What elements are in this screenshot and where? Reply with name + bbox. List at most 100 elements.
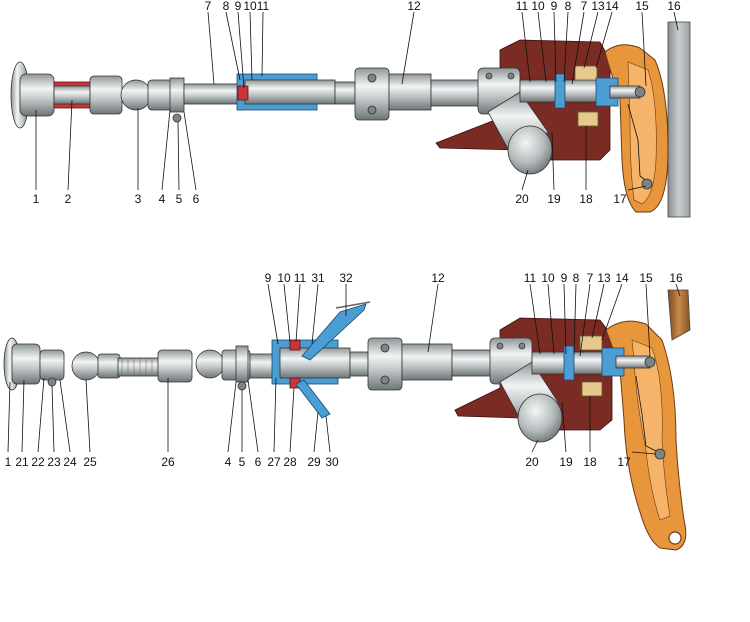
label-b-29: 29 (307, 455, 321, 469)
cylinder-20 (507, 125, 553, 175)
coupling-b-bolt-b (380, 375, 390, 385)
label-b-16: 16 (669, 271, 683, 285)
label-8: 8 (223, 0, 230, 13)
shaft-main-2 (430, 79, 482, 107)
label-b-13: 13 (597, 271, 611, 285)
label-1: 1 (33, 192, 40, 206)
nut-b-end (644, 356, 656, 368)
label-b-30: 30 (325, 455, 339, 469)
label-18: 18 (579, 192, 593, 206)
nut-end (634, 86, 646, 98)
label-b-10: 10 (277, 271, 291, 285)
cylinder-b-20 (517, 393, 563, 443)
label-b-11: 11 (294, 271, 307, 285)
label-b-1: 1 (5, 455, 12, 469)
ujoint-cross (120, 79, 152, 111)
label-b-7: 7 (587, 271, 594, 285)
shaft-main (388, 73, 432, 111)
label-10: 10 (243, 0, 257, 13)
label-10b: 10 (531, 0, 545, 13)
label-2: 2 (65, 192, 72, 206)
top-leaders (35, 11, 679, 191)
plate-edge (335, 301, 371, 309)
label-b-9b: 9 (561, 271, 568, 285)
label-b-5: 5 (239, 455, 246, 469)
gear-b-bolt-a (496, 342, 504, 350)
bolt-b-5 (237, 381, 247, 391)
label-b-6: 6 (255, 455, 262, 469)
label-b-24: 24 (63, 455, 77, 469)
label-b-18: 18 (583, 455, 597, 469)
spline-lines (121, 358, 153, 376)
flange-b-hub (11, 343, 41, 385)
label-b-26: 26 (161, 455, 175, 469)
label-b-25: 25 (83, 455, 97, 469)
label-b-31: 31 (311, 271, 325, 285)
ujoint-b-yoke (39, 349, 65, 381)
label-11b: 11 (516, 0, 529, 13)
rod-b-17 (635, 375, 659, 453)
label-11: 11 (257, 0, 270, 13)
lever-eye (668, 531, 682, 545)
ujoint-c-cross (195, 349, 225, 379)
post-16-top (667, 289, 691, 341)
label-12: 12 (407, 0, 421, 13)
rod-17 (627, 103, 649, 183)
label-20: 20 (515, 192, 529, 206)
label-b-14: 14 (615, 271, 629, 285)
label-b-32: 32 (339, 271, 353, 285)
label-b-19: 19 (559, 455, 573, 469)
bottom-labels: 1 21 22 23 24 25 26 4 5 6 27 28 29 30 9 … (5, 271, 683, 469)
label-b-8: 8 (573, 271, 580, 285)
shaft-seg (334, 81, 356, 105)
bushing-b-inner (563, 345, 575, 381)
label-15: 15 (635, 0, 649, 13)
label-5: 5 (176, 192, 183, 206)
label-b-22: 22 (31, 455, 45, 469)
label-6: 6 (193, 192, 200, 206)
shaft-b-main (401, 343, 453, 381)
block-b-14 (579, 335, 603, 351)
bushing-inner (554, 73, 566, 109)
bolt-b-17 (654, 448, 666, 460)
label-13: 13 (591, 0, 605, 13)
label-7b: 7 (581, 0, 588, 13)
coupling-b-bolt-a (380, 343, 390, 353)
shaft-b-main-2 (451, 349, 493, 377)
slip-yoke (157, 349, 193, 383)
bolt-b-23 (47, 377, 57, 387)
seal-b-11 (289, 339, 301, 351)
clamp-4 (169, 77, 185, 113)
shaft-b-seg (349, 351, 369, 377)
label-7: 7 (205, 0, 212, 13)
label-9: 9 (235, 0, 242, 13)
label-b-12: 12 (431, 271, 445, 285)
tilt-plate-upper (301, 303, 367, 361)
label-b-27: 27 (267, 455, 281, 469)
bottom-leaders (7, 283, 681, 455)
top-assembly: 1 2 3 4 5 6 7 8 9 10 11 12 11 10 9 8 7 1… (10, 0, 691, 218)
label-3: 3 (135, 192, 142, 206)
body-panel-16 (667, 21, 691, 218)
ujoint-b-cross (71, 351, 101, 381)
label-b-28: 28 (283, 455, 297, 469)
label-b-4: 4 (225, 455, 232, 469)
coupling-bolt-b (367, 105, 377, 115)
seal-9 (237, 85, 249, 101)
gear-bolt-b (507, 72, 515, 80)
label-b-17: 17 (617, 455, 631, 469)
label-b-23: 23 (47, 455, 61, 469)
block-18 (577, 111, 599, 127)
bolt-17 (641, 178, 653, 190)
label-b-20: 20 (525, 455, 539, 469)
lever-inner (631, 339, 671, 521)
label-b-11b: 11 (524, 271, 537, 285)
label-9b: 9 (551, 0, 558, 13)
label-8b: 8 (565, 0, 572, 13)
gear-b-bolt-b (518, 342, 526, 350)
shaft-upper (183, 83, 243, 105)
label-14: 14 (605, 0, 619, 13)
tilt-plate-lower (295, 379, 331, 419)
label-b-10b: 10 (541, 271, 555, 285)
